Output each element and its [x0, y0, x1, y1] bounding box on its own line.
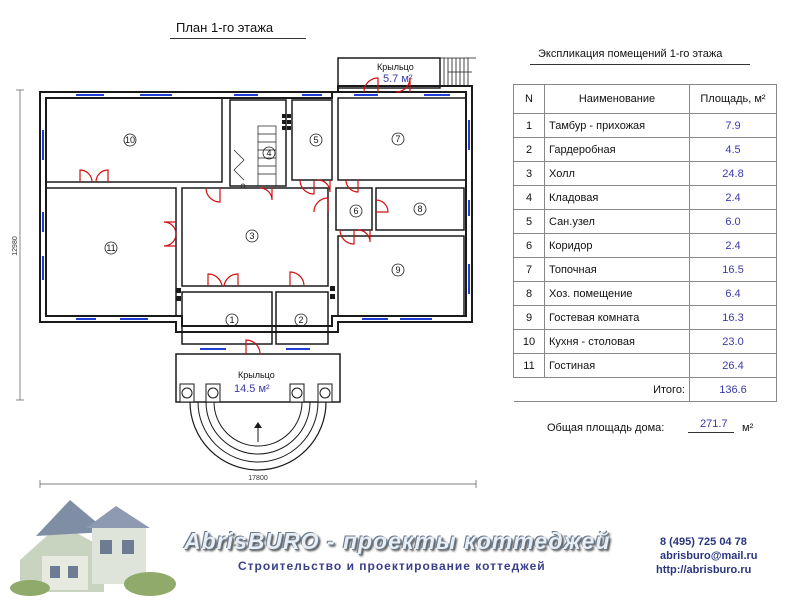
room-markers: 10 11 4 5 7 3 6 8 9 1 2: [104, 132, 427, 327]
house-total-underline: [688, 432, 734, 433]
room-number: 1: [229, 315, 234, 325]
contact-website-link[interactable]: http://abrisburo.ru: [656, 564, 752, 576]
dimension-height-label: 12980: [12, 236, 19, 256]
column-blocks: [176, 114, 335, 301]
plan-title: План 1-го этажа: [176, 20, 274, 35]
row-num: 9: [513, 305, 545, 330]
house-total-unit: м²: [742, 422, 754, 434]
house-illustration: [10, 500, 176, 596]
room-number: 11: [106, 243, 115, 253]
porch-bottom-label: Крыльцо: [238, 370, 275, 380]
porch-top: Крыльцо 5.7 м²: [337, 57, 476, 89]
stairs: [233, 125, 277, 189]
row-area: 6.4: [689, 281, 777, 306]
table-header-row: N Наименование Площадь, м²: [513, 84, 777, 114]
row-name: Гардеробная: [544, 137, 690, 162]
room-number: 4: [266, 148, 271, 158]
room-number: 3: [249, 231, 254, 241]
plan-title-underline: [170, 38, 306, 39]
room-number: 2: [298, 315, 303, 325]
row-num: 10: [513, 329, 545, 354]
row-name: Гостиная: [544, 353, 690, 378]
total-value: 136.6: [689, 377, 777, 402]
outer-walls: [39, 85, 473, 333]
row-num: 2: [513, 137, 545, 162]
porch-bottom-area: 14.5 м²: [234, 383, 270, 395]
row-num: 8: [513, 281, 545, 306]
room-number: 8: [417, 204, 422, 214]
dimension-vertical: 12980: [12, 89, 24, 401]
row-area: 2.4: [689, 185, 777, 210]
porch-top-area: 5.7 м²: [383, 73, 413, 85]
row-area: 24.8: [689, 161, 777, 186]
porch-top-label: Крыльцо: [377, 62, 414, 72]
row-num: 11: [513, 353, 545, 378]
row-area: 4.5: [689, 137, 777, 162]
row-num: 1: [513, 113, 545, 138]
room-number: 10: [125, 135, 135, 145]
room-number: 9: [395, 265, 400, 275]
row-num: 6: [513, 233, 545, 258]
doors: [79, 77, 411, 355]
row-name: Кухня - столовая: [544, 329, 690, 354]
total-label: Итого:: [513, 377, 690, 402]
room-number: 7: [395, 134, 400, 144]
row-name: Топочная: [544, 257, 690, 282]
row-num: 3: [513, 161, 545, 186]
row-name: Коридор: [544, 233, 690, 258]
dimension-horizontal: 17800: [39, 475, 477, 488]
row-area: 7.9: [689, 113, 777, 138]
row-area: 16.5: [689, 257, 777, 282]
room-number: 5: [313, 135, 318, 145]
row-area: 26.4: [689, 353, 777, 378]
header-area: Площадь, м²: [689, 84, 777, 114]
row-name: Хоз. помещение: [544, 281, 690, 306]
contact-phone: 8 (495) 725 04 78: [660, 536, 747, 548]
dimension-width-label: 17800: [248, 475, 268, 482]
room-number: 6: [353, 206, 358, 216]
header-name: Наименование: [544, 84, 690, 114]
row-num: 5: [513, 209, 545, 234]
row-name: Кладовая: [544, 185, 690, 210]
row-area: 6.0: [689, 209, 777, 234]
row-area: 23.0: [689, 329, 777, 354]
row-num: 4: [513, 185, 545, 210]
porch-bottom: Крыльцо 14.5 м²: [175, 353, 341, 471]
contact-email[interactable]: abrisburo@mail.ru: [660, 550, 758, 562]
row-name: Холл: [544, 161, 690, 186]
row-name: Тамбур - прихожая: [544, 113, 690, 138]
row-name: Гостевая комната: [544, 305, 690, 330]
row-area: 16.3: [689, 305, 777, 330]
explication-title-underline: [530, 64, 750, 65]
interior-walls: [45, 97, 467, 345]
row-area: 2.4: [689, 233, 777, 258]
windows: [42, 94, 470, 350]
brand-tagline: Строительство и проектирование коттеджей: [238, 559, 546, 573]
row-name: Сан.узел: [544, 209, 690, 234]
house-total-value: 271.7: [700, 418, 728, 430]
row-num: 7: [513, 257, 545, 282]
table-total-row: Итого: 136.6: [513, 377, 777, 402]
explication-title: Экспликация помещений 1-го этажа: [538, 48, 723, 60]
house-total-label: Общая площадь дома:: [547, 422, 665, 434]
header-num: N: [513, 84, 545, 114]
brand-logo-text: AbrisBURO - проекты коттеджей: [184, 528, 611, 554]
